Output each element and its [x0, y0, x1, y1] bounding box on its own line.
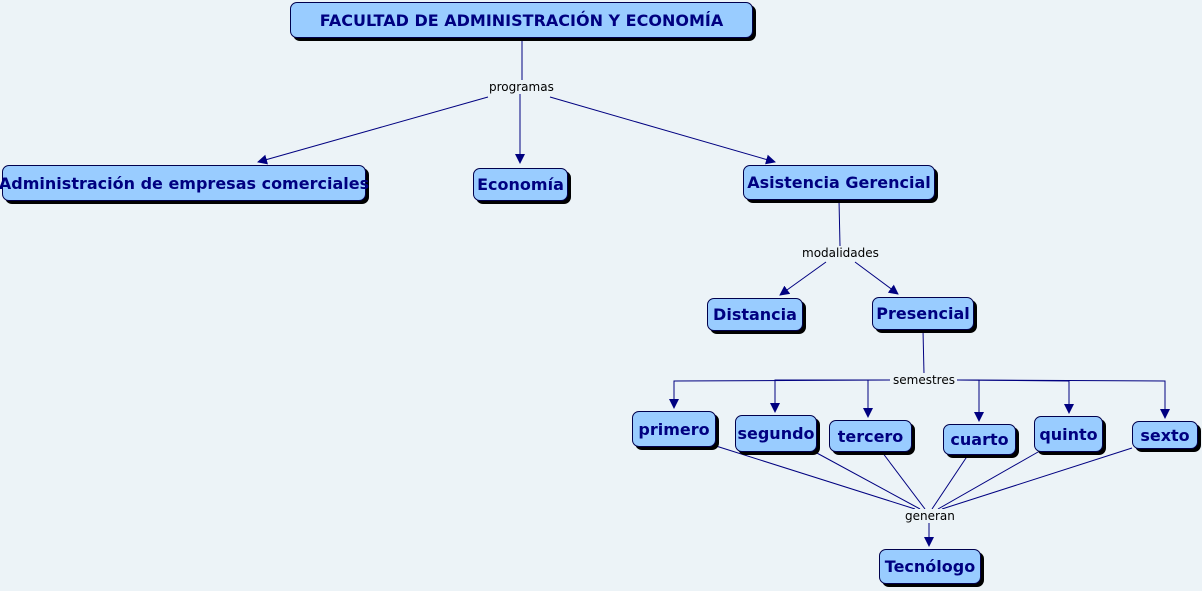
line-tercero-generan — [881, 451, 926, 510]
concept-asistencia[interactable]: Asistencia Gerencial — [743, 165, 935, 200]
line-sexto-generan — [941, 447, 1133, 510]
concept-economia[interactable]: Economía — [473, 168, 568, 201]
line-asistencia-modalidades — [838, 199, 841, 247]
concept-distancia[interactable]: Distancia — [707, 298, 803, 331]
concept-quinto[interactable]: quinto — [1034, 416, 1103, 452]
arrow-to-quinto — [956, 379, 1074, 414]
arrow-to-asistencia — [549, 96, 776, 165]
link-label-generan[interactable]: generan — [903, 509, 957, 523]
concept-sexto[interactable]: sexto — [1132, 421, 1198, 449]
line-primero-generan — [715, 445, 916, 510]
arrow-to-presencial — [854, 261, 899, 295]
arrow-to-primero — [669, 379, 891, 409]
line-cuarto-generan — [931, 454, 969, 510]
arrow-to-sexto — [956, 379, 1170, 419]
arrow-to-segundo — [770, 379, 890, 413]
concept-segundo[interactable]: segundo — [735, 415, 817, 452]
concept-tecnologo[interactable]: Tecnólogo — [879, 549, 981, 584]
line-presencial-semestres — [922, 329, 925, 375]
concept-presencial[interactable]: Presencial — [872, 297, 974, 330]
link-label-semestres[interactable]: semestres — [891, 373, 957, 387]
line-segundo-generan — [814, 451, 921, 510]
link-label-modalidades[interactable]: modalidades — [800, 246, 881, 260]
line-quinto-generan — [937, 451, 1039, 510]
concept-tercero[interactable]: tercero — [829, 420, 912, 452]
concept-root[interactable]: FACULTAD DE ADMINISTRACIÓN Y ECONOMÍA — [290, 2, 753, 38]
concept-primero[interactable]: primero — [632, 411, 716, 447]
concept-admin[interactable]: Administración de empresas comerciales — [0, 165, 369, 201]
arrow-to-tercero — [863, 379, 890, 418]
arrow-to-cuarto — [957, 379, 984, 422]
link-label-programas[interactable]: programas — [487, 80, 556, 94]
arrow-to-admin — [257, 96, 489, 165]
arrow-to-distancia — [779, 261, 827, 296]
concept-cuarto[interactable]: cuarto — [943, 424, 1016, 455]
